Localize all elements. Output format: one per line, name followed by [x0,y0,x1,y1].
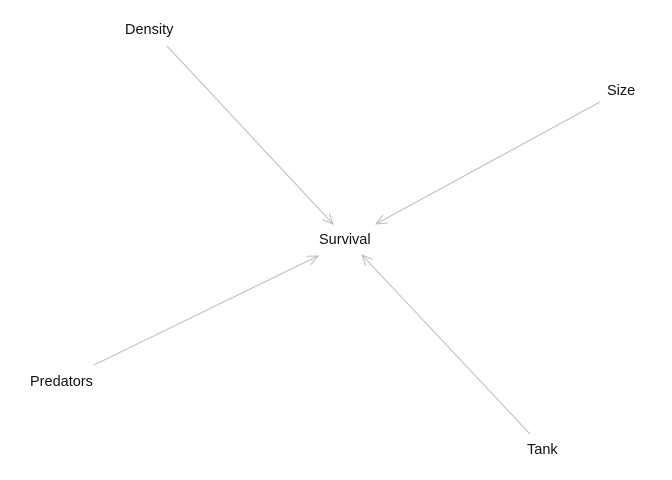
edge-line-size [375,101,601,225]
edge-predators-to-survival [93,255,320,366]
edge-size-to-survival [374,101,601,225]
arrowhead-icon [306,255,320,265]
node-label-density: Density [125,22,174,38]
edge-tank-to-survival [361,254,531,435]
node-label-predators: Predators [30,374,93,390]
node-survival: Survival [319,232,371,248]
arrowhead-icon [361,254,373,266]
node-label-tank: Tank [527,442,558,458]
edge-line-predators [93,255,319,366]
node-size: Size [607,83,635,99]
edge-density-to-survival [166,45,334,225]
node-label-survival: Survival [319,232,371,248]
edge-line-tank [361,254,531,435]
node-density: Density [125,22,174,38]
node-predators: Predators [30,374,93,390]
node-tank: Tank [527,442,558,458]
edge-line-density [166,45,334,225]
node-label-size: Size [607,83,635,99]
arrowhead-icon [322,213,334,225]
arrowhead-icon [374,214,388,225]
edges-layer [93,45,601,435]
